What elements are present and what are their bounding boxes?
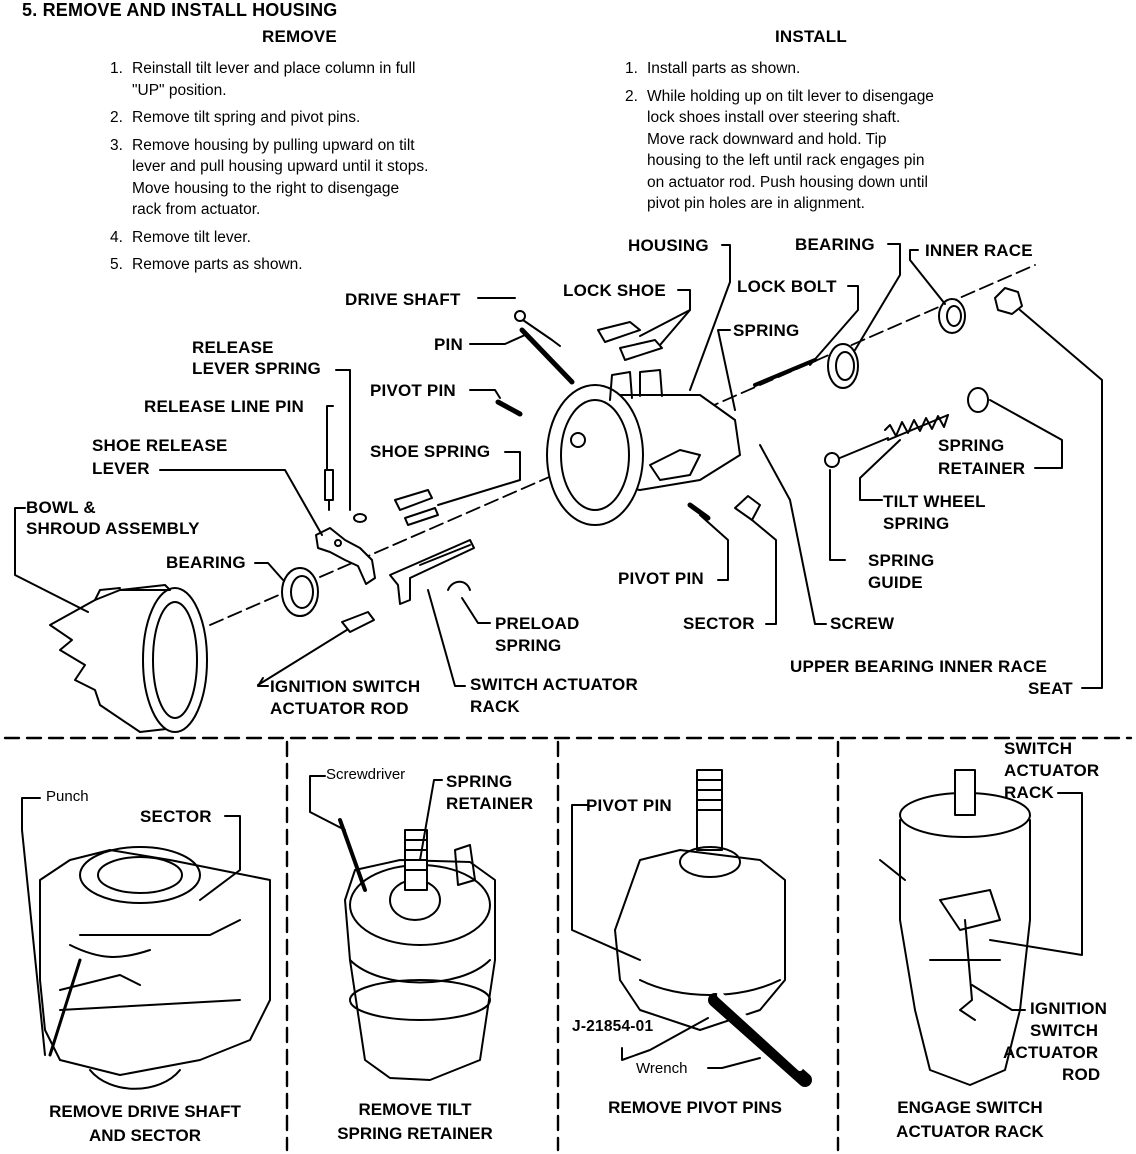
remove-step: 1.Reinstall tilt lever and place column …: [110, 60, 416, 99]
preload-spring-drawing: [447, 580, 471, 591]
label-release-lever-spring-2: LEVER SPRING: [192, 359, 321, 378]
ignition-rod-drawing: [257, 611, 375, 686]
switch-actuator-rack-drawing: [389, 539, 475, 605]
label-ignition-rod-1: IGNITION SWITCH: [270, 677, 421, 696]
bearing-top-drawing: [827, 343, 859, 389]
spring-guide-drawing: [824, 437, 889, 468]
label-spring-retainer-1: SPRING: [938, 436, 1005, 455]
label-shoe-release-lever-1: SHOE RELEASE: [92, 436, 228, 455]
panel-1-label-sector: SECTOR: [140, 807, 212, 826]
install-title: INSTALL: [775, 27, 847, 46]
label-housing: HOUSING: [628, 236, 709, 255]
panel-4-label-ignition-3: ACTUATOR: [1003, 1043, 1099, 1062]
remove-step: 5.Remove parts as shown.: [110, 256, 303, 273]
panel-4-label-switch-1: SWITCH: [1004, 739, 1073, 758]
label-screw: SCREW: [830, 614, 895, 633]
remove-step: 3.Remove housing by pulling upward on ti…: [110, 136, 429, 219]
label-shoe-spring: SHOE SPRING: [370, 442, 491, 461]
panel-4-label-ignition-1: IGNITION: [1030, 999, 1108, 1018]
shoe-spring-drawing: [394, 489, 439, 526]
panel-4-label-ignition-4: ROD: [1062, 1065, 1101, 1084]
panel-4-label-switch-3: RACK: [1004, 783, 1054, 802]
label-spring-guide-2: GUIDE: [868, 573, 923, 592]
label-spring: SPRING: [733, 321, 800, 340]
remove-title: REMOVE: [262, 27, 337, 46]
lock-bolt-drawing: [753, 358, 817, 387]
bowl-shroud-assembly-drawing: [49, 584, 208, 733]
install-steps-list: 1.Install parts as shown. 2.While holdin…: [625, 58, 1045, 221]
panel-3-label-tool: J-21854-01: [572, 1018, 654, 1035]
label-preload-spring-2: SPRING: [495, 636, 562, 655]
label-inner-race: INNER RACE: [925, 241, 1033, 260]
panel-2-caption: REMOVE TILT SPRING RETAINER: [337, 1100, 493, 1143]
label-switch-rack-1: SWITCH ACTUATOR: [470, 675, 638, 694]
pivot-pin-drawing: [495, 399, 523, 417]
remove-step: 4.Remove tilt lever.: [110, 228, 251, 246]
label-tilt-wheel-spring-1: TILT WHEEL: [883, 492, 986, 511]
remove-steps-list: 1.Reinstall tilt lever and place column …: [110, 58, 520, 282]
shoe-release-lever-drawing: [315, 527, 376, 585]
panel-3-label-pivot-pin: PIVOT PIN: [586, 796, 672, 815]
label-pivot-pin: PIVOT PIN: [370, 381, 456, 400]
label-preload-spring-1: PRELOAD: [495, 614, 580, 633]
label-release-line-pin: RELEASE LINE PIN: [144, 397, 305, 416]
drive-shaft-drawing: [519, 317, 561, 347]
label-spring-retainer-2: RETAINER: [938, 459, 1026, 478]
label-upper-bearing-2: SEAT: [1028, 679, 1073, 698]
panel-2-label-spring-2: RETAINER: [446, 794, 534, 813]
lock-shoe-drawing: [597, 321, 663, 361]
label-switch-rack-2: RACK: [470, 697, 520, 716]
panel-4-caption: ENGAGE SWITCH ACTUATOR RACK: [896, 1098, 1044, 1141]
panel-2-label-spring-1: SPRING: [446, 772, 513, 791]
inner-race-drawing: [938, 287, 1023, 334]
label-ignition-rod-2: ACTUATOR ROD: [270, 699, 409, 718]
page-heading: 5. REMOVE AND INSTALL HOUSING: [22, 0, 338, 20]
panel-3-label-wrench: Wrench: [636, 1060, 688, 1077]
panel-3-caption: REMOVE PIVOT PINS: [608, 1098, 782, 1117]
label-lock-shoe: LOCK SHOE: [563, 281, 666, 300]
panel-4-label-ignition-2: SWITCH: [1030, 1021, 1099, 1040]
pin-drawing: [519, 327, 575, 385]
label-pivot-pin-lower: PIVOT PIN: [618, 569, 704, 588]
install-step: 2.While holding up on tilt lever to dise…: [625, 87, 934, 213]
label-tilt-wheel-spring-2: SPRING: [883, 514, 950, 533]
tilt-wheel-spring-drawing: [884, 414, 949, 441]
panel-2-label-screwdriver: Screwdriver: [326, 766, 406, 783]
label-spring-guide-1: SPRING: [868, 551, 935, 570]
label-release-lever-spring-1: RELEASE: [192, 338, 274, 357]
panel-1-caption: REMOVE DRIVE SHAFT AND SECTOR: [49, 1102, 241, 1145]
panel-1-label-punch: Punch: [46, 788, 89, 805]
panel-2-illustration: [309, 775, 496, 1081]
sector-drawing: [734, 495, 761, 521]
leader-lines: [14, 243, 1103, 689]
label-pin: PIN: [434, 335, 463, 354]
bearing-left-drawing: [281, 567, 319, 617]
label-bearing-left: BEARING: [166, 553, 246, 572]
pivot-pin-lower-drawing: [687, 502, 711, 521]
remove-step: 2.Remove tilt spring and pivot pins.: [110, 109, 361, 126]
label-drive-shaft: DRIVE SHAFT: [345, 290, 461, 309]
panel-3-illustration: [571, 769, 812, 1087]
panel-4-illustration: [879, 769, 1083, 1086]
label-upper-bearing-1: UPPER BEARING INNER RACE: [790, 657, 1047, 676]
label-bowl-shroud-2: SHROUD ASSEMBLY: [26, 519, 200, 538]
install-step: 1.Install parts as shown.: [625, 60, 801, 77]
release-lever-spring-drawing: [353, 513, 367, 523]
release-line-pin-drawing: [324, 469, 334, 511]
spring-retainer-drawing: [967, 387, 989, 413]
panel-1-illustration: [21, 797, 271, 1090]
label-bowl-shroud-1: BOWL &: [26, 498, 96, 517]
label-shoe-release-lever-2: LEVER: [92, 459, 150, 478]
housing-drawing: [546, 369, 741, 526]
label-bearing-top: BEARING: [795, 235, 875, 254]
label-lock-bolt: LOCK BOLT: [737, 277, 837, 296]
panel-4-label-switch-2: ACTUATOR: [1004, 761, 1100, 780]
label-sector: SECTOR: [683, 614, 755, 633]
